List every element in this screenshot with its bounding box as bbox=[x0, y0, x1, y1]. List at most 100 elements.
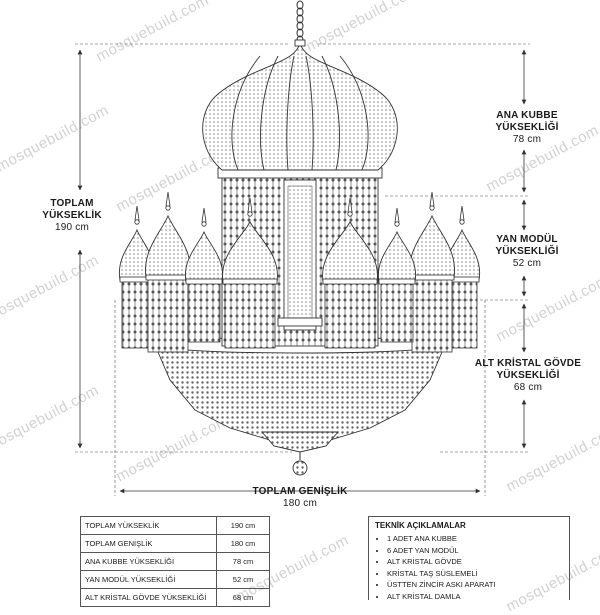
side-module-subtitle: YÜKSEKLİĞİ bbox=[495, 246, 559, 257]
main-dome-title: ANA KUBBE bbox=[496, 110, 558, 121]
lower-body-value: 68 cm bbox=[513, 382, 543, 393]
module-finial bbox=[459, 205, 465, 221]
total-height-label: TOPLAM YÜKSEKLİK 190 cm bbox=[32, 198, 112, 234]
side-module bbox=[184, 207, 224, 343]
module-finial bbox=[394, 207, 400, 223]
module-dome bbox=[322, 221, 378, 283]
lower-crystal-body bbox=[154, 344, 446, 441]
module-finial-ball bbox=[347, 211, 353, 217]
module-crystal-strands bbox=[147, 275, 189, 353]
module-finial-ball bbox=[459, 219, 465, 225]
module-finial bbox=[165, 191, 171, 207]
chain-link bbox=[296, 28, 304, 38]
notes-title: TEKNİK AÇIKLAMALAR bbox=[375, 521, 466, 530]
side-module bbox=[322, 197, 378, 349]
main-dome-value: 78 cm bbox=[512, 134, 542, 145]
total-width-label: TOPLAM GENİŞLİK 180 cm bbox=[220, 486, 380, 510]
notes-item: 6 ADET YAN MODÜL bbox=[387, 545, 563, 557]
side-module-label: YAN MODÜL YÜKSEKLİĞİ 52 cm bbox=[487, 234, 567, 270]
spec-label: YAN MODÜL YÜKSEKLİĞİ bbox=[80, 570, 217, 589]
total-width-title: TOPLAM GENİŞLİK bbox=[252, 486, 348, 497]
dome-finial-cap bbox=[294, 39, 306, 47]
main-dome-rib bbox=[260, 55, 279, 171]
side-module-value: 52 cm bbox=[512, 258, 542, 269]
chain-link bbox=[296, 7, 304, 17]
chain-link bbox=[296, 0, 304, 10]
module-crystal-strands bbox=[380, 279, 414, 343]
lower-crystal-tip bbox=[261, 431, 339, 453]
total-height-title: TOPLAM bbox=[50, 198, 94, 209]
module-crystal-strands bbox=[121, 277, 153, 349]
spec-label: ANA KUBBE YÜKSEKLİĞİ bbox=[80, 552, 217, 571]
central-column-mesh bbox=[287, 185, 313, 323]
module-finial bbox=[201, 207, 207, 223]
notes-item: 1 ADET ANA KUBBE bbox=[387, 533, 563, 545]
lower-body-subtitle: YÜKSEKLİĞİ bbox=[496, 370, 560, 381]
spec-label: TOPLAM GENİŞLİK bbox=[80, 534, 217, 553]
module-crystal-strands bbox=[187, 279, 221, 343]
module-finial-ball bbox=[134, 219, 140, 225]
module-ring bbox=[222, 278, 278, 285]
side-module bbox=[377, 207, 417, 343]
side-module bbox=[409, 191, 455, 353]
module-ring bbox=[378, 278, 416, 285]
spec-label: ALT KRİSTAL GÖVDE YÜKSEKLİĞİ bbox=[80, 588, 217, 607]
side-module bbox=[145, 191, 191, 353]
spec-value: 68 cm bbox=[216, 588, 270, 607]
chandelier-drawing bbox=[75, 0, 530, 496]
module-finial-ball bbox=[201, 221, 207, 227]
module-dome bbox=[222, 221, 278, 283]
notes-item: ÜSTTEN ZİNCİR ASKI APARATI bbox=[387, 579, 563, 591]
side-module-title: YAN MODÜL bbox=[496, 234, 558, 245]
notes-list: 1 ADET ANA KUBBE6 ADET YAN MODÜLALT KRİS… bbox=[375, 533, 563, 600]
module-finial bbox=[134, 205, 140, 221]
total-height-value: 190 cm bbox=[55, 222, 89, 233]
main-dome-rib bbox=[321, 55, 340, 171]
module-crystal-strands bbox=[411, 275, 453, 353]
module-crystal-strands bbox=[324, 279, 376, 349]
lower-body-label: ALT KRİSTAL GÖVDE YÜKSEKLİĞİ 68 cm bbox=[472, 358, 584, 394]
main-dome-rib bbox=[231, 55, 261, 171]
crystal-drop bbox=[292, 460, 308, 476]
main-dome bbox=[202, 42, 398, 171]
technical-notes: TEKNİK AÇIKLAMALAR 1 ADET ANA KUBBE6 ADE… bbox=[368, 516, 570, 600]
module-finial-ball bbox=[165, 205, 171, 211]
module-dome bbox=[184, 230, 224, 283]
spec-value: 180 cm bbox=[216, 534, 270, 553]
main-dome-rib bbox=[286, 55, 295, 171]
module-dome bbox=[145, 214, 191, 279]
spec-value: 52 cm bbox=[216, 570, 270, 589]
notes-item: ALT KRİSTAL DAMLA bbox=[387, 591, 563, 601]
module-dome bbox=[377, 230, 417, 283]
spec-value: 78 cm bbox=[216, 552, 270, 571]
module-finial-ball bbox=[429, 205, 435, 211]
drawing-stage: mosquebuild.com mosquebuild.com mosquebu… bbox=[0, 0, 600, 600]
module-ring bbox=[145, 274, 191, 281]
total-width-value: 180 cm bbox=[283, 498, 317, 509]
main-dome-subtitle: YÜKSEKLİĞİ bbox=[495, 122, 559, 133]
module-finial-ball bbox=[247, 211, 253, 217]
total-height-subtitle: YÜKSEKLİK bbox=[42, 210, 102, 221]
module-finial bbox=[429, 191, 435, 207]
notes-item: ALT KRİSTAL GÖVDE bbox=[387, 556, 563, 568]
chain-link bbox=[296, 14, 304, 24]
module-dome bbox=[409, 214, 455, 279]
notes-item: KRİSTAL TAŞ SÜSLEMELİ bbox=[387, 568, 563, 580]
spec-label: TOPLAM YÜKSEKLİK bbox=[80, 516, 217, 535]
chain-link bbox=[296, 21, 304, 31]
lower-body-title: ALT KRİSTAL GÖVDE bbox=[474, 358, 582, 369]
main-dome-label: ANA KUBBE YÜKSEKLİĞİ 78 cm bbox=[487, 110, 567, 146]
column-ring bbox=[277, 317, 323, 327]
main-dome-rib bbox=[305, 55, 314, 171]
main-dome-rib bbox=[339, 55, 369, 171]
module-finial-ball bbox=[394, 221, 400, 227]
module-ring bbox=[185, 278, 223, 285]
module-crystal-strands bbox=[224, 279, 276, 349]
side-module bbox=[222, 197, 278, 349]
